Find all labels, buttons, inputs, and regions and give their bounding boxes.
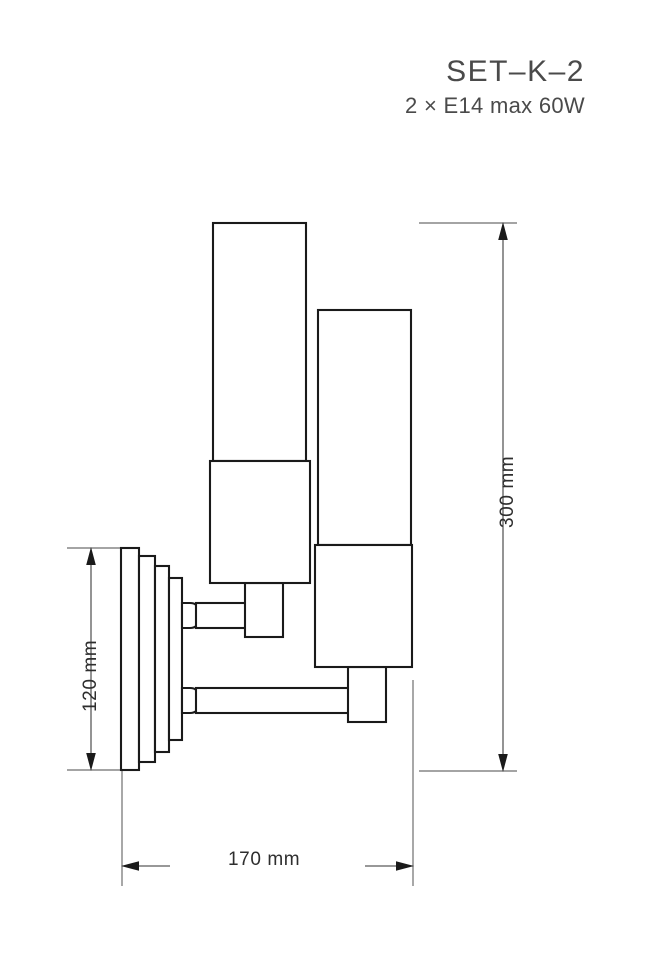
dimension-300mm xyxy=(419,222,517,772)
upper-support-arm xyxy=(180,581,285,639)
dimension-label-120mm: 120 mm xyxy=(80,639,101,712)
page-subtitle: 2 × E14 max 60W xyxy=(405,92,585,118)
page-title: SET–K–2 xyxy=(446,55,585,88)
wall-mount-backplate xyxy=(119,546,184,772)
lower-support-arm xyxy=(180,665,388,724)
upper-lamp-shade xyxy=(208,221,312,585)
lower-lamp-shade xyxy=(313,308,414,669)
title-block: SET–K–2 2 × E14 max 60W xyxy=(165,55,585,120)
dimension-label-170mm: 170 mm xyxy=(228,849,301,870)
dimension-label-300mm: 300 mm xyxy=(497,455,518,528)
dimension-170mm xyxy=(121,680,414,886)
